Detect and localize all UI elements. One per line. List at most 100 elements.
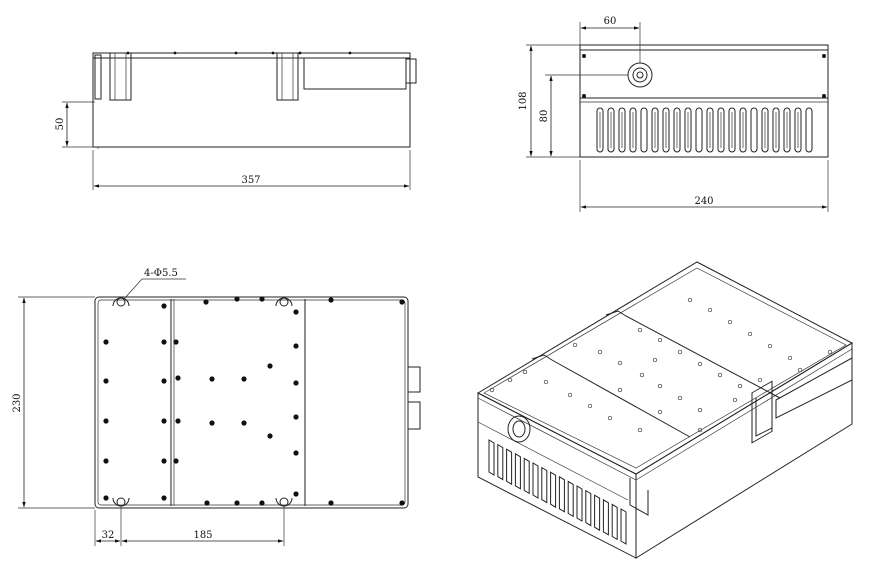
screw-hole [161,495,167,501]
iso-screw [543,379,549,385]
vent-slot [750,107,758,153]
iso-vent-slot [488,439,495,476]
iso-screw [697,361,703,367]
screw-hole [161,339,167,345]
iso-screw [697,407,703,413]
iso-screw [732,397,738,403]
iso-right-face [635,342,853,559]
screw-hole [161,378,167,384]
screw-hole [234,296,240,302]
screw-hole [103,495,109,501]
iso-vent-slot [497,443,504,481]
iso-vent-slot [567,480,574,518]
iso-top-face [476,261,854,475]
iso-screw [587,403,593,409]
vent-slot [651,107,659,153]
iso-vent-slot [523,457,530,495]
iso-screw [652,357,658,363]
screw-hole [267,433,273,439]
screw-hole [241,420,247,426]
screw-hole [293,380,299,386]
screw-hole [175,418,181,424]
screw-hole [161,303,167,309]
top-connector-2 [407,401,421,430]
iso-vent-slot [550,471,557,509]
vent-slot [629,107,637,153]
screw-hole [259,500,265,506]
iso-vent-slot [620,508,627,545]
screw-hole [103,458,109,464]
dim-label-240: 240 [694,196,713,207]
side-handle-right [276,52,299,101]
iso-screw [747,331,753,337]
iso-handle-right [751,380,773,444]
vent-slot [794,107,802,153]
hole-leader [123,278,143,300]
dim-label-60: 60 [604,16,617,27]
top-mounting-hole [112,297,130,307]
iso-screw [657,409,663,415]
iso-vent-slot [558,475,565,513]
side-left-bracket [94,54,102,100]
iso-screw [567,392,573,398]
screw-hole [161,418,167,424]
side-connector [405,58,417,84]
screw-hole [293,343,299,349]
top-screw-pattern [103,296,405,506]
side-end-panel [303,57,407,90]
screw-hole [204,500,210,506]
screw-hole [209,420,215,426]
dim-label-holes: 4-Φ5.5 [144,268,178,279]
iso-screw [757,377,763,383]
isometric-view [476,261,854,559]
iso-screw [707,307,713,313]
iso-vent-slot [541,466,548,504]
iso-screw [507,377,513,383]
iso-screw [597,349,603,355]
iso-screw [677,349,683,355]
iso-screw [637,427,643,433]
vent-slot [805,107,813,153]
end-view: 60 108 80 240 [518,16,829,212]
screw-hole [293,450,299,456]
vent-slot [739,107,747,153]
iso-vent-slot [514,452,521,490]
screw-hole [103,418,109,424]
screw-hole [173,339,179,345]
vent-slot [607,107,615,153]
iso-end-panel [775,357,853,419]
iso-screw [489,387,495,393]
vent-slot [673,107,681,153]
iso-handle-front [629,478,649,516]
iso-vent-slot [506,448,513,486]
iso-screw [572,342,578,348]
vent-slot [728,107,736,153]
screw-hole [209,376,215,382]
dim-label-80: 80 [539,110,550,123]
vent-slot [640,107,648,153]
iso-screw [697,427,703,433]
dim-label-230: 230 [12,393,23,412]
iso-vent-slot [532,462,539,499]
iso-screw [677,395,683,401]
vent-slot [662,107,670,153]
iso-screw [637,327,643,333]
iso-vent-slot [611,503,618,541]
dim-label-50: 50 [55,118,66,131]
side-body-outline [92,52,411,148]
iso-screw [717,372,723,378]
iso-screw [727,319,733,325]
iso-screw [617,360,623,366]
side-handle-left [109,52,132,101]
screw-hole [175,375,181,381]
iso-screw [797,367,803,373]
screw-hole [293,414,299,420]
iso-screw-pattern [489,297,833,433]
screw-hole [241,376,247,382]
end-port-inner [632,67,648,83]
iso-screw [767,343,773,349]
screw-hole [103,378,109,384]
dim-label-357: 357 [241,175,260,186]
iso-port-inner [512,420,526,438]
iso-vent-slot [576,485,583,522]
